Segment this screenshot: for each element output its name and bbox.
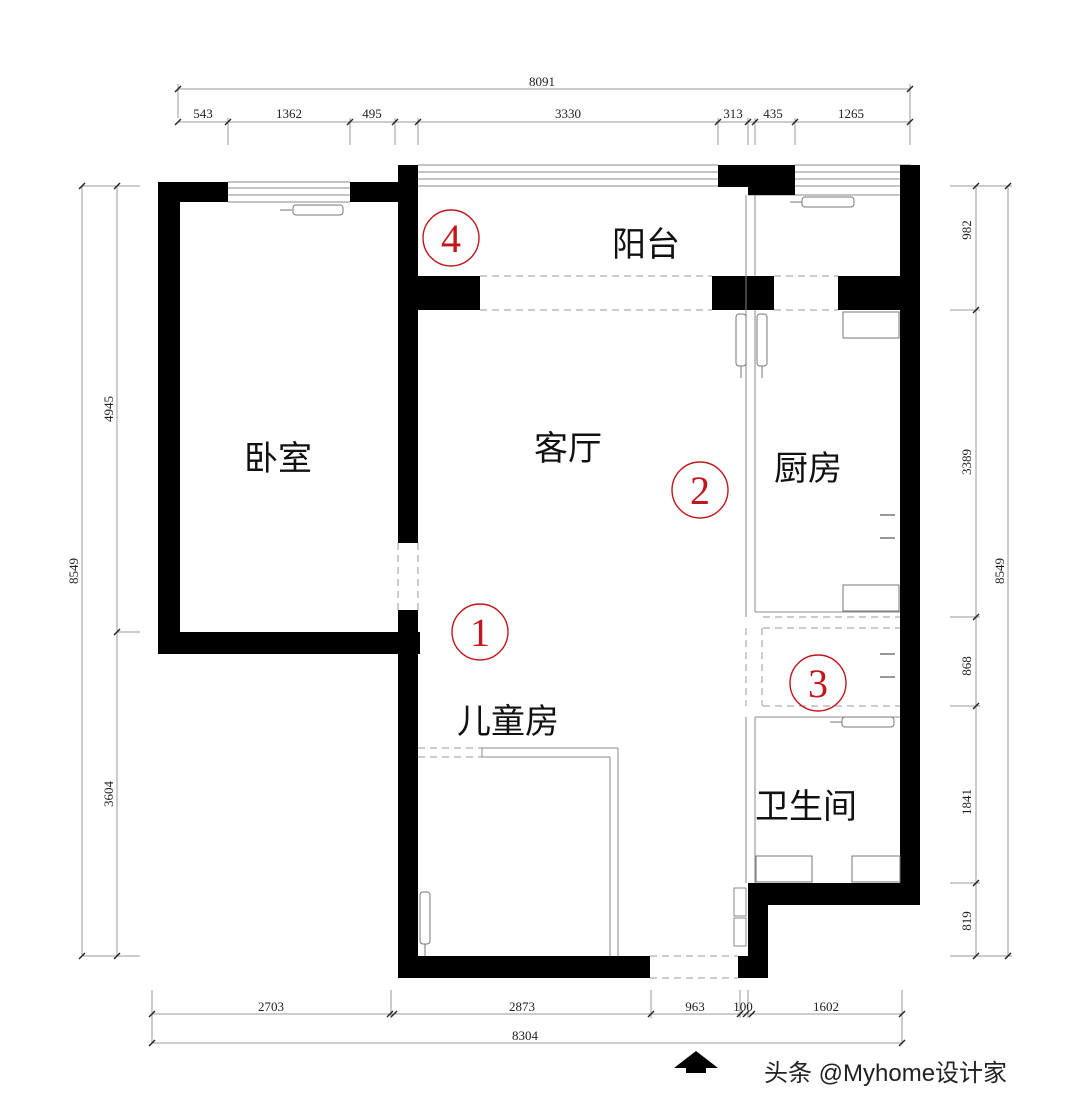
dim-right-segment: 1841 [959, 789, 974, 815]
counter-icon [842, 311, 900, 339]
dim-right-segment: 3389 [959, 449, 974, 475]
room-kids-room: 儿童房 [457, 702, 559, 742]
radiator-icon [419, 891, 431, 956]
room-kitchen: 厨房 [774, 449, 842, 489]
room-balcony: 阳台 [612, 225, 680, 265]
marker-2: 2 [671, 461, 729, 519]
dimension-lines [81, 84, 1012, 1044]
north-arrow-icon [674, 1051, 718, 1073]
dim-top-segment: 495 [362, 106, 382, 121]
room-living-room: 客厅 [534, 429, 602, 469]
dim-bottom-segment: 2703 [258, 999, 284, 1014]
counter-icon [842, 584, 900, 612]
radiator-icon [790, 196, 855, 208]
dim-left-total: 8549 [66, 558, 81, 584]
walls [158, 165, 920, 978]
dim-bottom-segment: 100 [733, 999, 753, 1014]
room-labels: 卧室 客厅 阳台 厨房 儿童房 卫生间 [244, 225, 857, 827]
sink-icon [755, 855, 813, 883]
dim-top-segment: 543 [193, 106, 213, 121]
dim-top-segment: 3330 [555, 106, 581, 121]
dim-left-segment: 3604 [101, 781, 116, 808]
dim-right-total: 8549 [992, 558, 1007, 584]
svg-text:3: 3 [808, 661, 828, 706]
partitions [481, 195, 900, 956]
dim-right-segment: 819 [959, 911, 974, 931]
dimension-labels: 8091 543 1362 495 3330 313 435 1265 8549… [66, 74, 1007, 1043]
svg-text:2: 2 [690, 468, 710, 513]
radiator-icon [735, 313, 768, 378]
dim-bottom-segment: 2873 [509, 999, 535, 1014]
sink-icon [851, 855, 901, 883]
marker-1: 1 [451, 603, 509, 661]
dim-bottom-segment: 963 [685, 999, 705, 1014]
numbered-markers: 1 2 3 4 [422, 209, 847, 712]
svg-text:4: 4 [441, 216, 461, 261]
dim-top-segment: 313 [723, 106, 743, 121]
marker-4: 4 [422, 209, 480, 267]
dim-top-segment: 1265 [838, 106, 864, 121]
dim-bottom-segment: 1602 [813, 999, 839, 1014]
fixtures [280, 196, 901, 956]
dim-top-segment: 1362 [276, 106, 302, 121]
dim-top-segment: 435 [763, 106, 783, 121]
dim-right-segment: 982 [959, 220, 974, 240]
watermark: 头条 @Myhome设计家 [764, 1060, 1007, 1087]
svg-text:1: 1 [470, 610, 490, 655]
radiator-icon [830, 716, 895, 728]
radiator-icon [280, 204, 344, 216]
dim-left-segment: 4945 [101, 396, 116, 422]
dim-bottom-total: 8304 [512, 1028, 539, 1043]
dim-right-segment: 868 [959, 656, 974, 676]
room-bedroom: 卧室 [244, 439, 312, 479]
room-bathroom: 卫生间 [755, 787, 857, 827]
dimension-ticks [78, 85, 1012, 1047]
dim-top-total: 8091 [529, 74, 555, 89]
marker-3: 3 [789, 654, 847, 712]
windows [228, 164, 910, 203]
